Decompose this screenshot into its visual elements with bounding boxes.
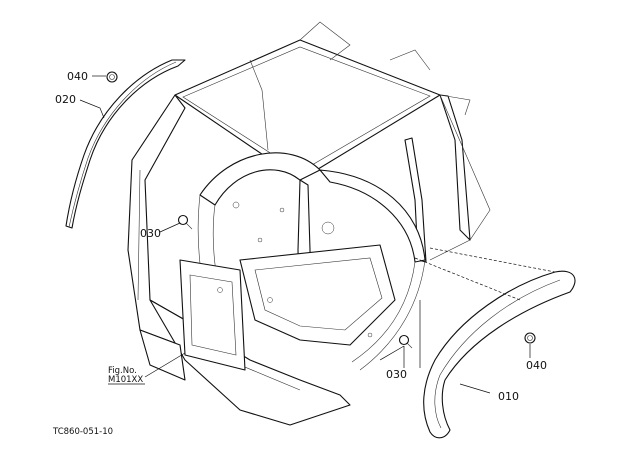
callout-030-left: 030	[140, 227, 161, 240]
callout-010: 010	[498, 390, 519, 403]
trim-part-020	[65, 59, 186, 229]
trim-part-010	[423, 270, 576, 439]
callout-020: 020	[55, 93, 76, 106]
nut-040-right	[524, 332, 536, 344]
bolt-030-left	[177, 214, 193, 230]
nut-040-left	[106, 71, 118, 83]
leader-lines	[79, 75, 556, 394]
callout-040-left: 040	[67, 70, 88, 83]
fig-ref-line1: Fig.No.	[108, 366, 137, 376]
fig-ref-line2: M101XX	[108, 375, 143, 385]
callout-030-right: 030	[386, 368, 407, 381]
callout-040-right: 040	[526, 359, 547, 372]
drawing-code: TC860-051-10	[52, 427, 113, 437]
cab-frame	[127, 21, 491, 426]
bolt-030-right	[398, 334, 413, 349]
